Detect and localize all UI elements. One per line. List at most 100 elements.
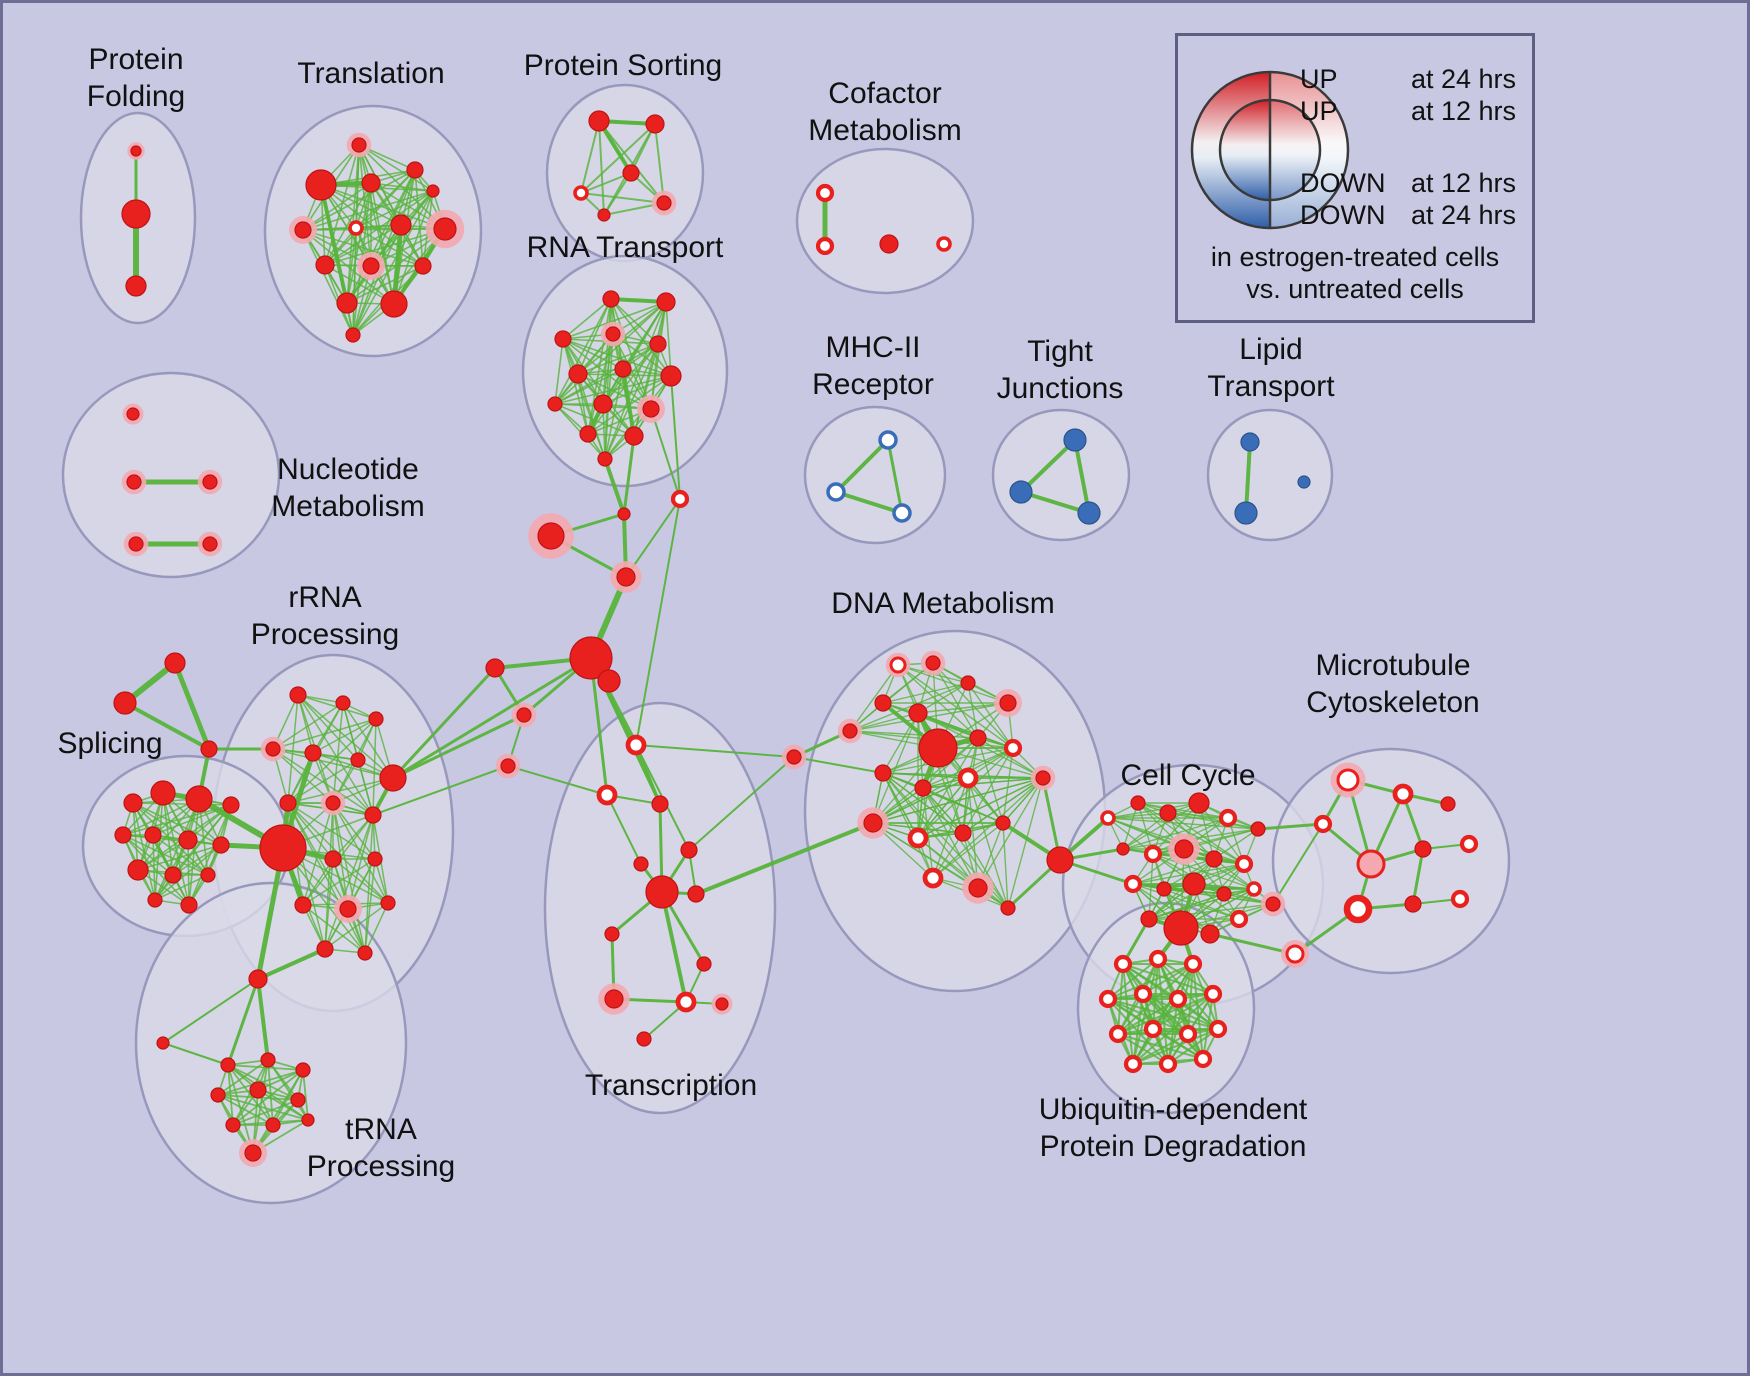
edge — [577, 373, 606, 460]
node-core — [1356, 849, 1386, 879]
edge — [580, 192, 665, 204]
node-ub5 — [1133, 984, 1153, 1004]
cluster-label-line: Receptor — [812, 368, 934, 401]
node-ub3 — [1183, 954, 1203, 974]
edge — [650, 408, 681, 500]
edge — [602, 375, 672, 405]
node-cm2 — [815, 236, 835, 256]
node-rp8 — [279, 794, 297, 812]
node-ps6 — [597, 208, 611, 222]
node-rt4 — [600, 321, 626, 347]
node-tj2 — [1009, 480, 1033, 504]
node-core — [605, 326, 621, 342]
edge — [324, 182, 372, 266]
node-core — [259, 824, 307, 872]
node-sp1 — [123, 793, 143, 813]
edge — [287, 802, 366, 954]
node-rt2 — [656, 292, 676, 312]
cluster-label-line: Junctions — [996, 372, 1124, 405]
node-rp11 — [259, 824, 307, 872]
edge — [352, 169, 416, 336]
node-ub14 — [1193, 1049, 1213, 1069]
node-ub2 — [1148, 949, 1168, 969]
node-core — [625, 734, 647, 756]
node-core — [642, 400, 660, 418]
cluster-label-line: Transport — [1207, 370, 1335, 403]
node-tn10 — [265, 1117, 281, 1133]
edge — [882, 772, 979, 889]
node-core — [649, 335, 667, 353]
cluster-ellipse-translation — [263, 104, 483, 358]
node-t5 — [289, 216, 317, 244]
node-tn4 — [260, 1052, 276, 1068]
edge — [391, 656, 593, 780]
node-core — [126, 407, 140, 421]
edge — [1073, 438, 1091, 515]
edge — [580, 120, 600, 194]
node-core — [554, 330, 572, 348]
edge — [312, 752, 374, 816]
node-core — [596, 784, 618, 806]
node-rp12 — [324, 850, 342, 868]
edge — [227, 1064, 274, 1126]
node-core — [597, 451, 613, 467]
edge — [602, 343, 659, 405]
node-core — [180, 896, 198, 914]
node-t7 — [390, 214, 412, 236]
edge — [654, 123, 665, 204]
node-dm10 — [1003, 738, 1023, 758]
node-core — [248, 969, 268, 989]
edge — [1117, 1033, 1169, 1065]
node-ub13 — [1158, 1054, 1178, 1074]
edge — [872, 777, 969, 824]
cluster-ellipse-trna-processing — [134, 881, 408, 1205]
node-core — [1077, 501, 1101, 525]
node-core — [150, 780, 176, 806]
edge — [1209, 888, 1255, 935]
edge — [1002, 747, 1014, 824]
node-mcb — [1281, 940, 1309, 968]
node-core — [156, 1036, 170, 1050]
edge — [598, 120, 665, 204]
node-tx9 — [696, 956, 712, 972]
node-core — [616, 567, 636, 587]
node-core — [878, 430, 898, 450]
node-sp9 — [127, 859, 149, 881]
node-dm2 — [874, 694, 892, 712]
node-core — [547, 396, 563, 412]
edge — [217, 1094, 274, 1126]
edge — [1167, 812, 1245, 865]
legend-time-label: at 24 hrs — [1410, 200, 1516, 230]
edge — [917, 702, 1009, 714]
node-core — [380, 895, 396, 911]
node-core — [670, 489, 690, 509]
node-core — [617, 507, 631, 521]
node-mh3 — [892, 503, 912, 523]
node-core — [345, 327, 361, 343]
node-sp6 — [144, 826, 162, 844]
node-ub10 — [1178, 1024, 1198, 1044]
node-rp15 — [334, 895, 362, 923]
node-core — [1182, 872, 1206, 896]
edge — [324, 190, 434, 266]
edge — [364, 814, 374, 954]
node-core — [414, 257, 432, 275]
edge — [287, 694, 299, 804]
edge — [660, 890, 688, 1004]
node-rp5 — [304, 744, 322, 762]
node-core — [1200, 924, 1220, 944]
node-core — [265, 741, 281, 757]
edge — [610, 298, 672, 377]
node-core — [289, 686, 307, 704]
edge — [917, 837, 1009, 909]
node-core — [656, 195, 672, 211]
node-core — [1459, 834, 1479, 854]
edge — [391, 713, 526, 780]
edge — [1132, 1033, 1189, 1065]
node-rt7 — [614, 360, 632, 378]
node-core — [1250, 821, 1266, 837]
edge — [370, 182, 434, 192]
edge — [554, 368, 624, 405]
edge — [1148, 888, 1255, 920]
